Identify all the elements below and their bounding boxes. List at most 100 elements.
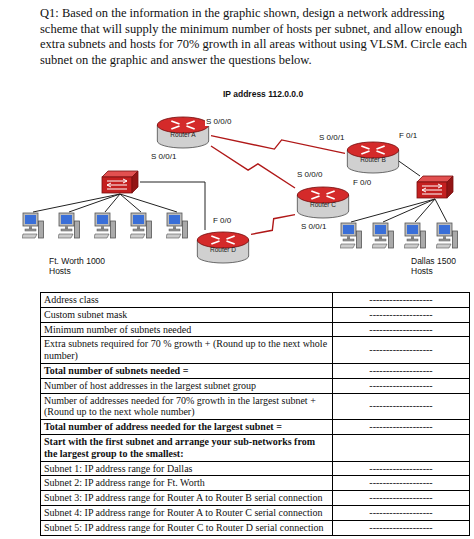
switch-icon <box>102 171 138 193</box>
pc-icon <box>94 213 116 238</box>
answer-cell: ------------------- <box>333 394 469 420</box>
router-arrows <box>311 191 334 199</box>
table-row: Total number of address needed for the l… <box>41 419 469 434</box>
pc-icon <box>436 223 458 248</box>
answer-blank: ------------------- <box>369 522 432 534</box>
pc-icon <box>130 213 152 238</box>
answer-cell: ------------------- <box>333 521 469 535</box>
table-row: Subnet 5: IP address range for Router C … <box>41 520 469 535</box>
pc-icon <box>404 223 426 248</box>
port-label: S 0/0/1 <box>318 133 345 142</box>
answer-cell: ------------------- <box>333 364 469 378</box>
site-label: Ft. Worth 1000 Hosts <box>48 256 112 276</box>
ethernet-cable <box>351 199 435 222</box>
router-label: Router A <box>155 131 211 139</box>
router-label: Router C <box>295 201 351 209</box>
table-row: Address class ------------------- <box>41 293 469 307</box>
table-row: Start with the first subnet and arrange … <box>41 434 469 461</box>
port-label: S 0/0/1 <box>150 152 177 161</box>
router-node: Router D <box>195 230 251 264</box>
site-label: Dallas 1500 Hosts <box>410 256 474 276</box>
answer-blank: ------------------- <box>369 400 432 412</box>
pc-icon <box>340 223 362 248</box>
table-row: Custom subnet mask ------------------- <box>41 307 469 322</box>
question-cell: Number of host addresses in the largest … <box>41 379 333 393</box>
ethernet-cable <box>120 194 177 212</box>
question-cell: Subnet 2: IP address range for Ft. Worth <box>41 476 333 490</box>
router-node: Router C <box>295 185 351 219</box>
answer-cell: ------------------- <box>333 337 469 363</box>
worksheet-table: Address class-------------------Custom s… <box>40 292 470 536</box>
answer-blank: ------------------- <box>369 309 432 321</box>
answer-blank: ------------------- <box>369 380 432 392</box>
table-row: Subnet 4: IP address range for Router A … <box>41 505 469 520</box>
ethernet-cable <box>69 194 120 212</box>
port-label: F 0/0 <box>212 216 232 225</box>
ethernet-cable <box>105 194 120 212</box>
table-row: Minimum number of subnets needed --------… <box>41 322 469 337</box>
question-cell: Address class <box>41 293 333 307</box>
ethernet-cable <box>120 194 141 212</box>
answer-blank: ------------------- <box>369 294 432 306</box>
answer-cell: ------------------- <box>333 379 469 393</box>
serial-links <box>211 136 345 235</box>
answer-cell <box>333 435 469 461</box>
answer-cell: ------------------- <box>333 323 469 337</box>
question-cell: Subnet 3: IP address range for Router A … <box>41 491 333 505</box>
question-cell: Start with the first subnet and arrange … <box>41 435 333 461</box>
ethernet-cable <box>435 199 447 222</box>
question-cell: Extra subnets required for 70 % growth +… <box>41 337 333 363</box>
table-row: Number of addresses needed for 70% growt… <box>41 393 469 420</box>
answer-blank: ------------------- <box>369 507 432 519</box>
table-row: Total number of subnets needed = --------… <box>41 363 469 378</box>
router-arrows <box>361 146 384 154</box>
question-cell: Minimum number of subnets needed <box>41 323 333 337</box>
table-row: Extra subnets required for 70 % growth +… <box>41 336 469 363</box>
serial-link <box>251 215 295 235</box>
port-label: S 0/0/0 <box>296 170 323 179</box>
answer-blank: ------------------- <box>369 463 432 475</box>
table-row: Subnet 1: IP address range for Dallas ---… <box>41 461 469 476</box>
table-row: Subnet 2: IP address range for Ft. Worth… <box>41 475 469 490</box>
port-label: S 0/0/0 <box>205 117 232 126</box>
answer-blank: ------------------- <box>369 421 432 433</box>
question-cell: Number of addresses needed for 70% growt… <box>41 394 333 420</box>
router-arrows <box>211 236 234 244</box>
question-cell: Total number of subnets needed = <box>41 364 333 378</box>
answer-cell: ------------------- <box>333 476 469 490</box>
table-row: Subnet 3: IP address range for Router A … <box>41 490 469 505</box>
answer-blank: ------------------- <box>369 324 432 336</box>
port-label: F 0/1 <box>398 131 418 140</box>
answer-blank: ------------------- <box>369 492 432 504</box>
ip-address: IP address 112.0.0.0 <box>222 90 304 99</box>
router-top <box>157 117 208 133</box>
router-top <box>297 187 348 203</box>
router-node: Router B <box>345 140 401 174</box>
router-top <box>347 142 398 158</box>
question-cell: Custom subnet mask <box>41 308 333 322</box>
ethernet-cable <box>33 194 120 212</box>
question-text: Q1: Based on the information in the grap… <box>40 6 468 68</box>
serial-link <box>211 146 295 188</box>
answer-cell: ------------------- <box>333 293 469 307</box>
router-arrows <box>171 121 194 129</box>
switch-icon <box>417 176 453 198</box>
answer-blank: ------------------- <box>369 344 432 356</box>
answer-cell: ------------------- <box>333 506 469 520</box>
pc-icon <box>22 213 44 238</box>
question-cell: Subnet 5: IP address range for Router C … <box>41 521 333 535</box>
question-cell: Subnet 1: IP address range for Dallas <box>41 462 333 476</box>
ethernet-cable <box>415 199 435 222</box>
question-cell: Subnet 4: IP address range for Router A … <box>41 506 333 520</box>
table-row: Number of host addresses in the largest … <box>41 378 469 393</box>
router-top <box>197 232 248 248</box>
router-label: Router B <box>345 156 401 164</box>
answer-cell: ------------------- <box>333 462 469 476</box>
router-label: Router D <box>195 246 251 254</box>
ethernet-cable <box>383 199 435 222</box>
port-label: S 0/0/1 <box>300 222 327 231</box>
pc-icon <box>372 223 394 248</box>
answer-cell: ------------------- <box>333 420 469 434</box>
answer-blank: ------------------- <box>369 365 432 377</box>
